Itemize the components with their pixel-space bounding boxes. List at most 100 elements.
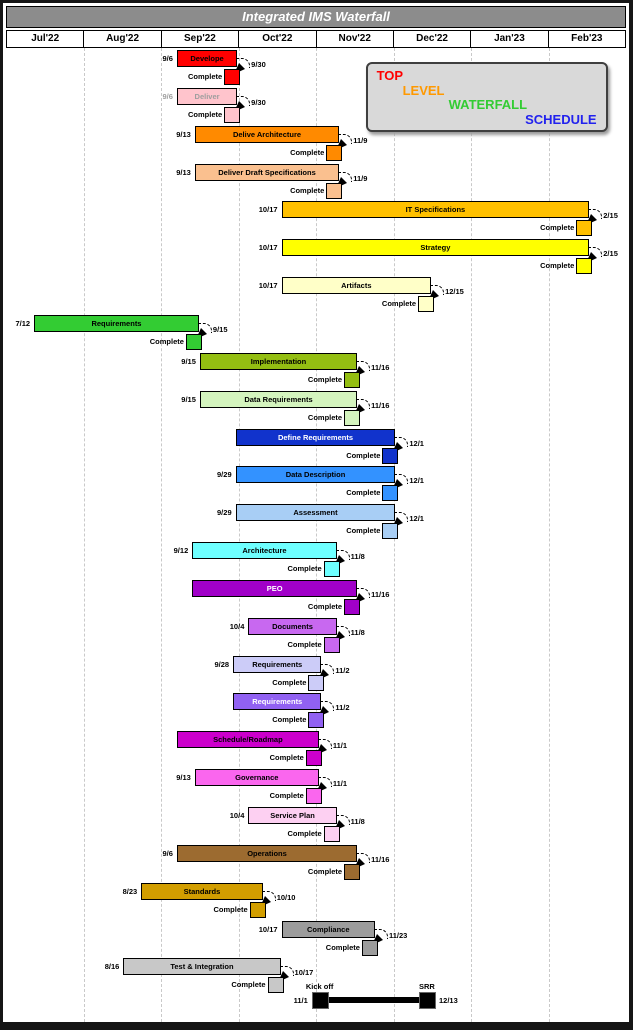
legend-line-level: LEVEL: [402, 82, 445, 98]
task-bar: Schedule/Roadmap: [176, 731, 319, 749]
task-end-date: 2/15: [603, 211, 618, 221]
complete-milestone: [326, 144, 343, 161]
task-bar-label: Architecture: [242, 546, 287, 556]
complete-label: Complete: [307, 374, 343, 384]
task-start-date: 9/15: [181, 356, 196, 366]
complete-milestone: [185, 333, 202, 350]
connector-elbow-icon: [335, 550, 350, 561]
task-start-date: 9/29: [217, 470, 232, 480]
task-end-date: 11/2: [335, 665, 350, 675]
task-end-date: 2/15: [603, 249, 618, 259]
month-header-cell: Sep'22: [160, 30, 240, 48]
month-gridline: [471, 48, 472, 1022]
task-bar-label: Strategy: [420, 243, 451, 253]
connector-elbow-icon: [236, 58, 251, 68]
connector-elbow-icon: [373, 928, 388, 939]
connector-elbow-icon: [335, 625, 350, 636]
complete-milestone: [344, 371, 361, 388]
task-end-date: 11/16: [371, 589, 390, 599]
task-bar-label: Requirements: [252, 659, 303, 669]
complete-label: Complete: [272, 715, 307, 725]
task-bar-label: Requirements: [252, 697, 303, 707]
complete-milestone: [323, 636, 340, 653]
complete-milestone: [308, 674, 325, 691]
complete-milestone: [382, 523, 399, 540]
connector-elbow-icon: [317, 739, 332, 750]
task-bar: Requirements: [34, 314, 199, 332]
month-header-cell: Nov'22: [315, 30, 394, 48]
complete-label: Complete: [188, 72, 223, 81]
task-bar: Documents: [248, 617, 337, 635]
complete-label: Complete: [307, 866, 343, 876]
task-end-date: 12/15: [445, 287, 464, 297]
task-bar-label: Deliver: [194, 91, 220, 101]
task-bar: Service Plan: [248, 807, 337, 824]
complete-milestone: [344, 863, 361, 880]
complete-milestone: [576, 258, 593, 275]
complete-label: Complete: [269, 791, 304, 801]
task-bar: Deliver Draft Specifications: [194, 163, 340, 181]
task-end-date: 11/9: [353, 135, 368, 145]
task-bar: Test & Integration: [123, 958, 281, 976]
complete-label: Complete: [346, 526, 381, 536]
task-bar-label: Service Plan: [270, 811, 315, 820]
month-header-cell: Jan'23: [470, 30, 549, 48]
month-gridline: [83, 48, 85, 1022]
task-bar-label: Delive Architecture: [232, 129, 302, 139]
task-start-date: 9/6: [162, 848, 173, 858]
connector-elbow-icon: [335, 815, 350, 825]
task-end-date: 11/8: [350, 817, 365, 826]
complete-milestone: [382, 485, 399, 502]
complete-label: Complete: [290, 185, 325, 195]
month-header-cell: Dec'22: [392, 30, 472, 48]
connector-elbow-icon: [356, 360, 371, 371]
task-bar-label: Test & Integration: [170, 962, 234, 972]
complete-label: Complete: [290, 147, 325, 157]
complete-label: Complete: [287, 564, 322, 574]
task-bar: Implementation: [199, 352, 358, 370]
task-bar: Data Requirements: [199, 390, 358, 408]
complete-label: Complete: [307, 601, 343, 611]
task-bar-label: Develope: [190, 54, 224, 63]
complete-label: Complete: [269, 753, 304, 763]
task-bar: PEO: [192, 579, 358, 597]
task-start-date: 9/12: [173, 546, 189, 556]
task-bar-label: Data Requirements: [244, 394, 313, 404]
task-bar: IT Specifications: [281, 201, 590, 219]
task-end-date: 11/9: [353, 173, 368, 183]
legend-line-waterfall: WATERFALL: [448, 97, 528, 112]
task-start-date: 8/16: [104, 962, 120, 972]
srr-milestone: [418, 992, 436, 1009]
chart-title: Integrated IMS Waterfall: [6, 6, 626, 28]
complete-label: Complete: [149, 336, 184, 346]
task-end-date: 11/16: [371, 854, 390, 864]
complete-label: Complete: [540, 261, 575, 271]
complete-label: Complete: [287, 829, 322, 838]
task-bar: Governance: [194, 769, 319, 787]
task-start-date: 9/15: [181, 394, 196, 404]
connector-elbow-icon: [588, 247, 603, 258]
complete-milestone: [224, 106, 241, 123]
srr-date: 12/13: [438, 996, 458, 1005]
task-end-date: 11/8: [350, 552, 365, 562]
task-start-date: 9/13: [176, 773, 191, 783]
month-header-cell: Feb'23: [547, 30, 626, 48]
task-bar-label: Implementation: [250, 356, 307, 366]
complete-label: Complete: [307, 412, 343, 422]
task-start-date: 7/12: [15, 318, 31, 328]
complete-milestone: [267, 977, 284, 994]
month-gridline: [316, 48, 317, 1022]
task-end-date: 11/23: [388, 930, 408, 940]
